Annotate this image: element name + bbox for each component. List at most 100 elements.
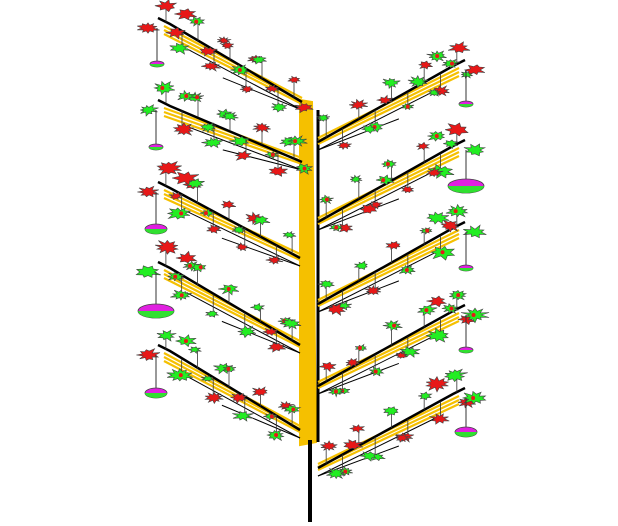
branch-line (157, 343, 301, 432)
leaf (188, 346, 202, 354)
main-stem (299, 98, 320, 522)
branch-sub-line (221, 404, 301, 439)
leaf-spot (184, 94, 189, 98)
leaf-spot (226, 286, 231, 291)
leaf (201, 61, 221, 72)
branch-vein (163, 33, 303, 105)
leaf (154, 239, 179, 255)
leaf (353, 260, 368, 270)
branch-left-2 (140, 80, 313, 177)
branch-sub-line (186, 375, 301, 439)
leaf (153, 80, 176, 96)
leaf (172, 122, 195, 136)
leaf-spot (179, 293, 184, 298)
leaf (375, 94, 394, 105)
leaf (349, 98, 368, 110)
seed-pod-lower (459, 350, 473, 353)
leaf-spot (269, 414, 274, 419)
leaf (316, 114, 330, 122)
leaf (204, 391, 224, 405)
leaf (325, 467, 346, 480)
leaf (443, 368, 468, 383)
leaf-spot (293, 139, 298, 144)
leaf (174, 8, 197, 21)
leaf-spot (405, 104, 410, 109)
branch-sub-line (317, 334, 436, 395)
branch-sub-line (221, 237, 301, 267)
leaf (361, 124, 376, 134)
leaf (239, 84, 254, 94)
leaf (463, 143, 487, 157)
leaf-spot (440, 250, 445, 255)
leaf (206, 224, 222, 234)
leaf (287, 135, 308, 147)
leaf-spot (203, 211, 208, 216)
seed-pod-lower (150, 64, 164, 67)
leaf (350, 174, 363, 184)
leaf (426, 167, 444, 177)
leaf (137, 185, 159, 198)
leaf-spot (471, 396, 476, 400)
branch-left-5 (136, 329, 302, 442)
leaf (252, 122, 271, 134)
leaf (268, 165, 288, 177)
leaf-spot (334, 225, 339, 230)
branch-sub-line (317, 118, 400, 151)
seed-pod-lower (459, 268, 473, 271)
leaf-spot (198, 265, 203, 270)
branch-sub-line (317, 362, 400, 395)
leaf-spot (435, 54, 440, 58)
leaf (359, 203, 378, 214)
leaf (250, 55, 267, 65)
leaf-spot (178, 373, 183, 378)
leaf (264, 84, 280, 93)
leaf (400, 185, 415, 194)
leaf (136, 22, 160, 34)
branch-vein (317, 403, 460, 471)
leaf (271, 102, 288, 113)
leaf (204, 310, 220, 318)
branch-right-5 (317, 368, 487, 480)
leaf-spot (381, 178, 386, 183)
leaf (336, 141, 352, 150)
leaf (136, 348, 161, 361)
leaf-spot (324, 197, 329, 202)
leaf (463, 64, 486, 76)
leaf (228, 136, 250, 147)
leaf-spot (302, 166, 307, 171)
leaf (287, 75, 301, 84)
leaf (200, 122, 217, 134)
leaf (172, 171, 200, 186)
branch-line (317, 386, 466, 470)
leaf-spot (187, 263, 192, 268)
leaf (250, 302, 265, 312)
leaf-spot (425, 228, 430, 233)
branch-right-1 (316, 41, 486, 151)
leaf (381, 77, 401, 90)
branch-sub-line (186, 292, 301, 354)
leaf-spot (237, 68, 242, 72)
leaf-spot (450, 61, 455, 66)
branch-sub-line (317, 417, 436, 477)
branch-line (157, 98, 303, 164)
leaf-spot (424, 308, 429, 313)
branch-sub-line (317, 251, 436, 313)
leaf (445, 122, 469, 137)
branch-sub-line (222, 77, 303, 111)
leaf-spot (373, 369, 378, 374)
leaf (237, 325, 257, 339)
branch-vein (163, 277, 301, 348)
leaf (385, 241, 401, 250)
leaf-spot (385, 162, 390, 167)
leaf (262, 327, 279, 336)
leaf (425, 327, 449, 343)
leaf-spot (333, 389, 338, 394)
leaf (462, 224, 487, 239)
branch-sub-line (317, 198, 400, 231)
leaf-spot (471, 313, 476, 317)
branch-sub-line (317, 280, 400, 313)
leaf (234, 150, 252, 161)
leaf-spot (183, 339, 188, 343)
branch-left-1 (136, 0, 314, 114)
leaf-spot (434, 134, 439, 138)
